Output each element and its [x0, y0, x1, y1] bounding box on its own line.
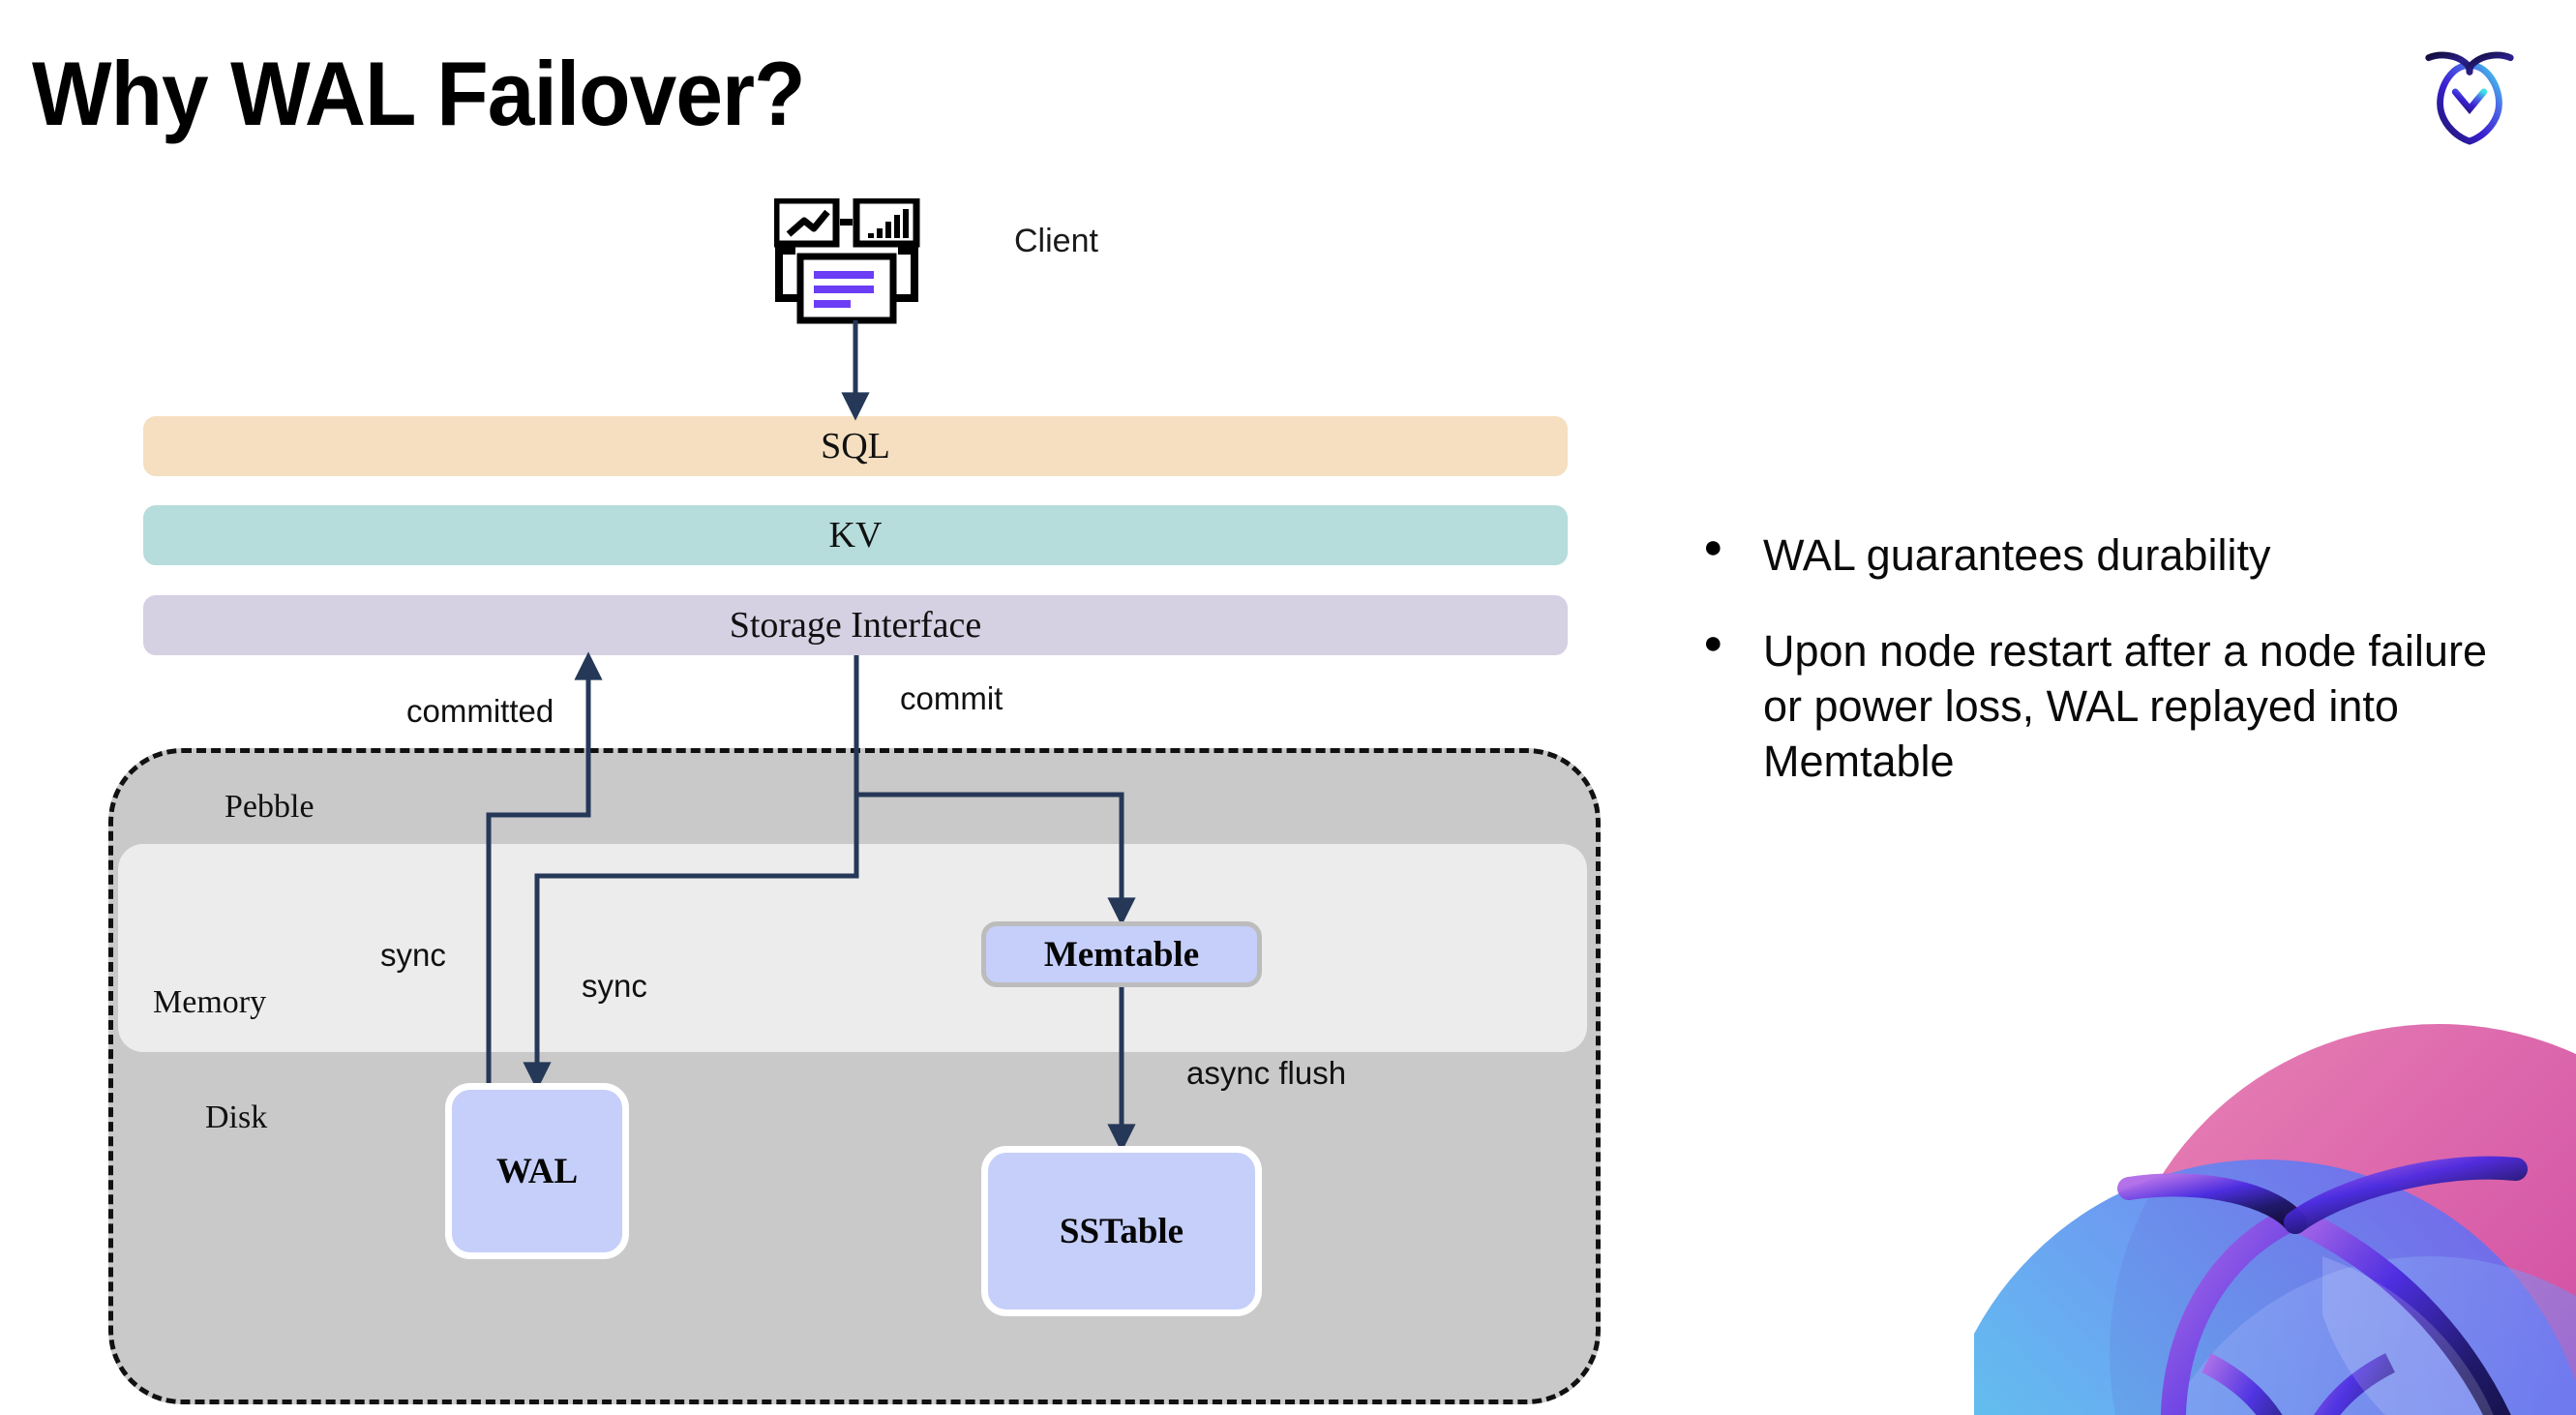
- list-item: ● Upon node restart after a node failure…: [1703, 623, 2516, 789]
- client-label: Client: [1014, 223, 1098, 259]
- edge-label-async-flush: async flush: [1186, 1055, 1347, 1091]
- edge-label-commit: commit: [900, 680, 1003, 716]
- edge-label-sync-right: sync: [582, 968, 647, 1004]
- bullet-text: WAL guarantees durability: [1763, 530, 2271, 580]
- bullet-marker-icon: ●: [1703, 624, 1723, 662]
- node-wal: WAL: [445, 1083, 629, 1259]
- layer-label-storage-interface: Storage Interface: [729, 605, 982, 646]
- pebble-label: Pebble: [225, 789, 315, 825]
- cockroachdb-logo-icon: [2417, 37, 2522, 145]
- node-memtable: Memtable: [981, 921, 1262, 987]
- memory-label: Memory: [153, 984, 267, 1020]
- node-label-wal: WAL: [495, 1151, 579, 1191]
- layer-label-kv: KV: [828, 515, 883, 556]
- node-label-sstable: SSTable: [1059, 1211, 1184, 1251]
- layer-bar-storage-interface: Storage Interface: [143, 595, 1568, 655]
- layer-bar-sql: SQL: [143, 416, 1568, 476]
- list-item: ● WAL guarantees durability: [1703, 527, 2516, 583]
- node-label-memtable: Memtable: [1043, 934, 1200, 975]
- page-title: Why WAL Failover?: [32, 43, 806, 144]
- disk-label: Disk: [205, 1099, 268, 1135]
- client-monitor-icon: [772, 196, 929, 324]
- bullet-text: Upon node restart after a node failure o…: [1763, 626, 2487, 787]
- layer-bar-kv: KV: [143, 505, 1568, 565]
- bullet-marker-icon: ●: [1703, 528, 1723, 565]
- bullet-list: ● WAL guarantees durability ● Upon node …: [1703, 527, 2516, 830]
- cockroachdb-watermark-decoration: [1974, 947, 2576, 1415]
- edge-label-committed: committed: [406, 693, 554, 729]
- memory-region: [118, 844, 1587, 1052]
- edge-label-sync-left: sync: [380, 937, 446, 973]
- layer-label-sql: SQL: [821, 426, 890, 467]
- node-sstable: SSTable: [981, 1146, 1262, 1316]
